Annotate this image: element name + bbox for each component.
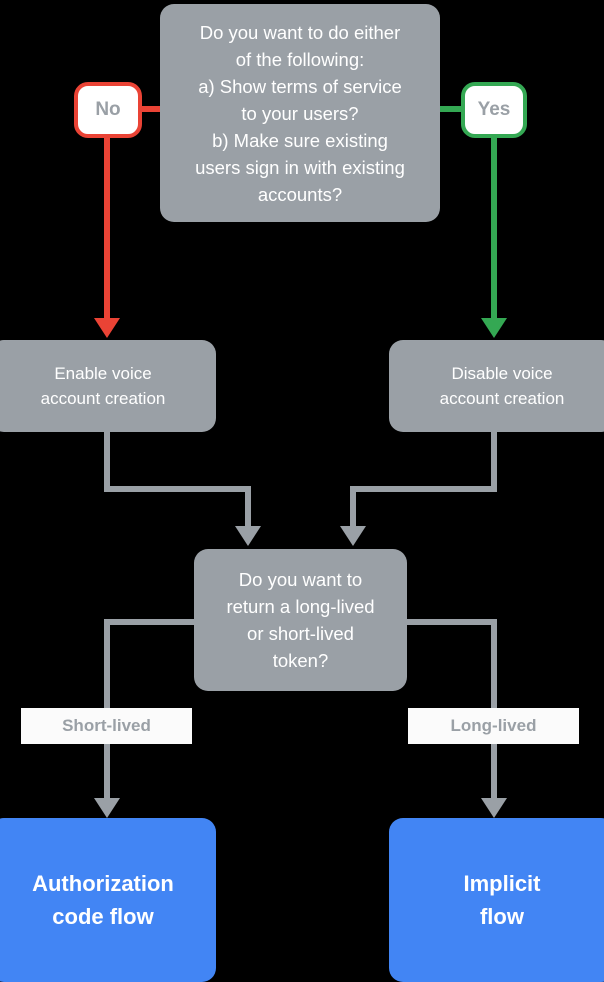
decision-node-token-lifetime[interactable]: Do you want to return a long-lived or sh… — [194, 549, 407, 691]
decision-node-terms-or-existing-accounts-label: Do you want to do either of the followin… — [195, 21, 405, 205]
edge-enable-down — [104, 432, 110, 492]
edge-disable-left — [350, 486, 497, 492]
edge-token-to-implicit-arrowhead — [481, 798, 507, 818]
edge-no-to-enable-arrowhead — [94, 318, 120, 338]
branch-badge-yes-label: Yes — [477, 99, 511, 120]
edge-yes-to-disable-line — [491, 136, 497, 320]
process-node-disable-voice-account-creation[interactable]: Disable voice account creation — [389, 340, 604, 432]
edge-token-to-authcode-arrowhead — [94, 798, 120, 818]
edge-label-short-lived-text: Short-lived — [62, 716, 151, 735]
edge-enable-to-token-down — [245, 486, 251, 527]
branch-badge-yes[interactable]: Yes — [461, 82, 527, 138]
process-node-disable-voice-account-creation-label: Disable voice account creation — [439, 364, 565, 408]
edge-token-right — [401, 619, 497, 625]
edge-enable-right — [104, 486, 251, 492]
process-node-enable-voice-account-creation[interactable]: Enable voice account creation — [0, 340, 216, 432]
edge-label-short-lived: Short-lived — [21, 708, 192, 744]
process-node-enable-voice-account-creation-label: Enable voice account creation — [40, 364, 166, 408]
edge-disable-down — [491, 432, 497, 492]
outcome-node-authorization-code-flow-label: Authorization code flow — [32, 871, 174, 929]
edge-disable-to-token-arrowhead — [340, 526, 366, 546]
decision-node-token-lifetime-label: Do you want to return a long-lived or sh… — [226, 569, 375, 671]
edge-label-long-lived-text: Long-lived — [450, 716, 537, 735]
edge-enable-to-token-arrowhead — [235, 526, 261, 546]
edge-no-to-enable-line — [104, 136, 110, 320]
edge-disable-to-token-down — [350, 486, 356, 527]
outcome-node-implicit-flow-label: Implicit flow — [463, 871, 541, 929]
branch-badge-no[interactable]: No — [74, 82, 142, 138]
edge-top-to-no — [140, 106, 162, 112]
edge-yes-to-disable-arrowhead — [481, 318, 507, 338]
edge-token-left — [104, 619, 200, 625]
edge-label-long-lived: Long-lived — [408, 708, 579, 744]
branch-badge-no-label: No — [95, 99, 121, 120]
edge-top-to-yes — [438, 106, 463, 112]
outcome-node-authorization-code-flow[interactable]: Authorization code flow — [0, 818, 216, 982]
outcome-node-implicit-flow[interactable]: Implicit flow — [389, 818, 604, 982]
decision-node-terms-or-existing-accounts[interactable]: Do you want to do either of the followin… — [160, 4, 440, 222]
